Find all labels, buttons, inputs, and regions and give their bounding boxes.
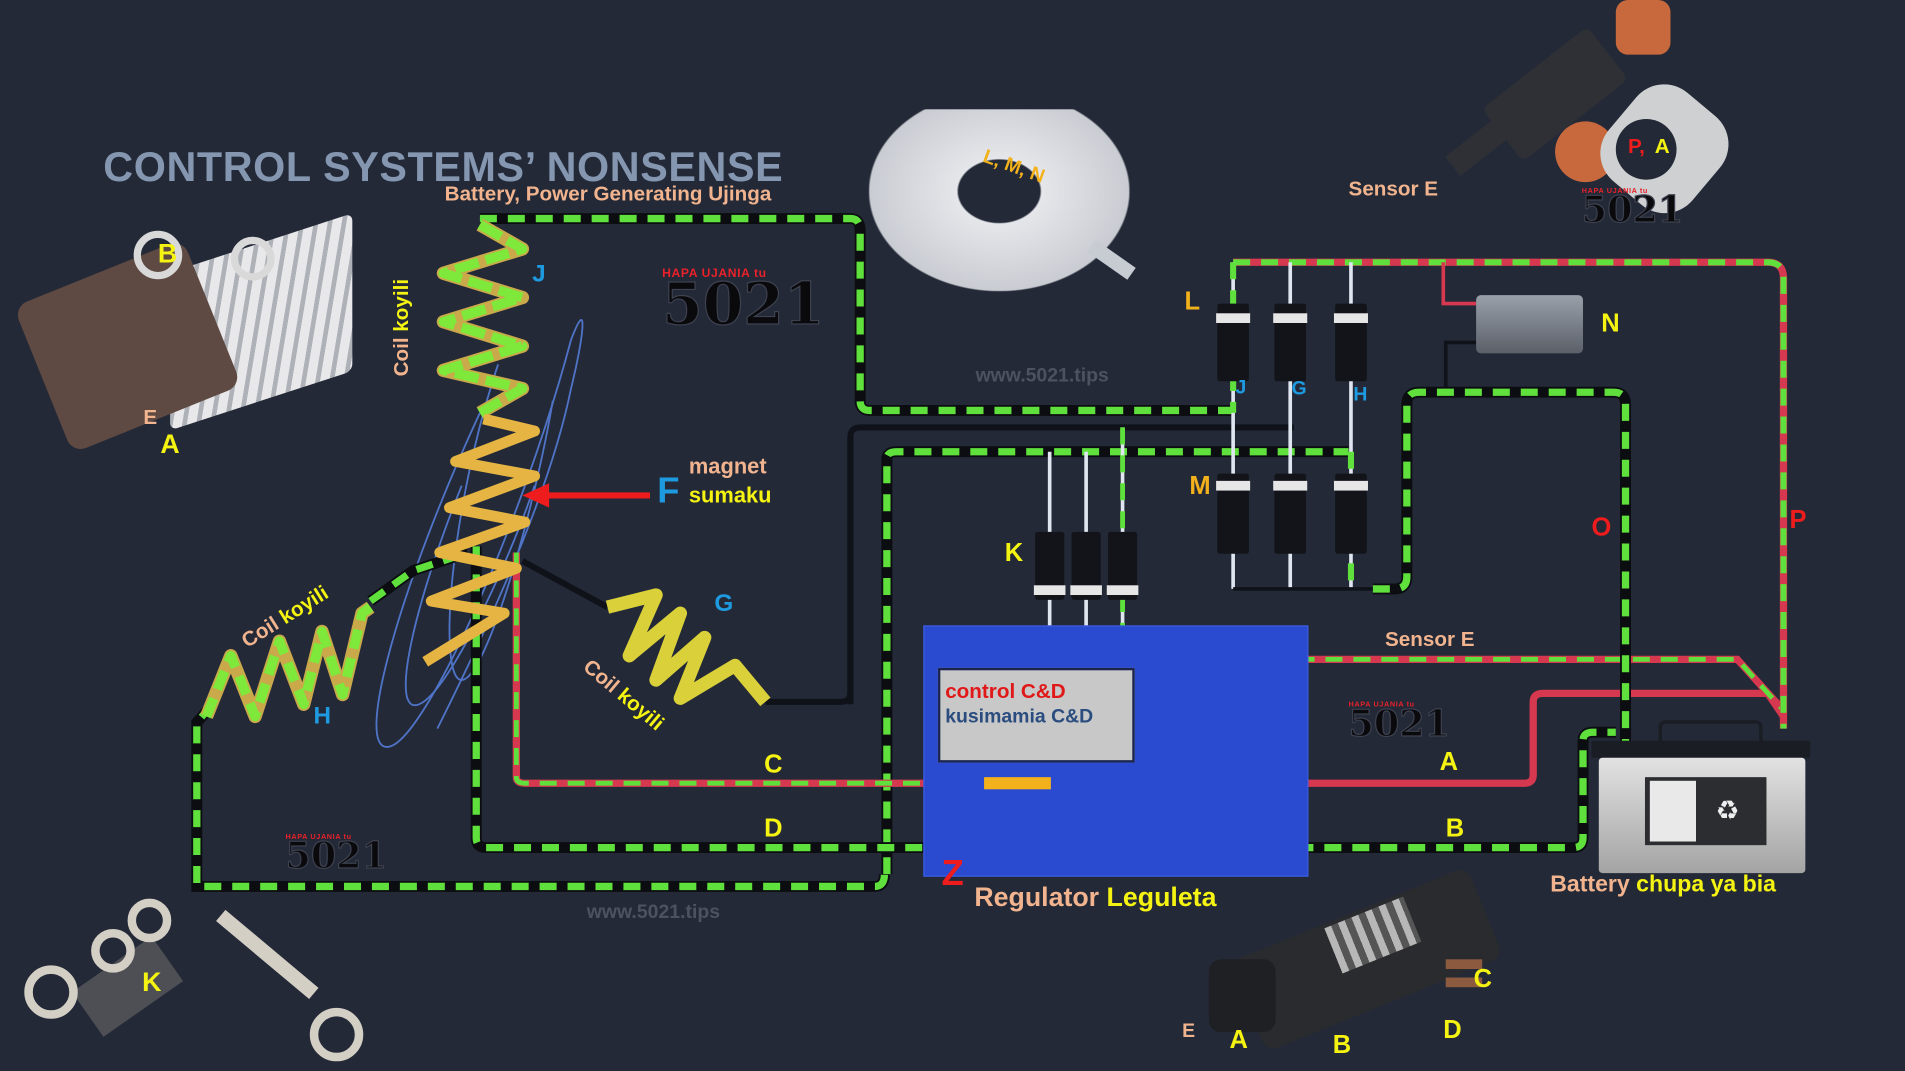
diode-terminal-g: G xyxy=(1291,378,1307,400)
coil-g-label: G xyxy=(714,590,734,617)
coil-g xyxy=(605,588,771,707)
wire-loop-left xyxy=(847,424,1349,875)
diode-row-m-label: M xyxy=(1189,472,1211,501)
regulator-panel-line1: control C&D xyxy=(945,680,1066,704)
watermark-logo: HAPA UJANIA tu 5021 xyxy=(1348,701,1451,746)
diode-row-k-label: K xyxy=(1004,539,1024,568)
regulator-bottom-label-e: E xyxy=(1182,1021,1196,1042)
regulator-left-label-e: E xyxy=(143,405,158,429)
brush-holder-label: K xyxy=(142,966,162,997)
wire-g xyxy=(520,437,854,705)
diode-m-2 xyxy=(1273,473,1308,554)
wire-label-p: P xyxy=(1789,506,1807,535)
diode-l-3 xyxy=(1333,303,1368,382)
recycle-icon: ♻ xyxy=(1715,795,1740,826)
page-subtitle: Battery, Power Generating Ujinga xyxy=(444,182,772,206)
sensor-label-p: P, xyxy=(1627,134,1645,158)
magnet-letter: F xyxy=(657,471,680,512)
watermark-logo: HAPA UJANIA tu 5021 xyxy=(285,834,388,878)
coil-h-label: H xyxy=(313,703,332,730)
regulator-control-panel xyxy=(937,667,1135,763)
sensor-photo xyxy=(1440,0,1744,231)
diode-l-2 xyxy=(1273,303,1308,382)
diode-k-1 xyxy=(1033,531,1066,600)
coil-h xyxy=(200,601,375,724)
wire-label-b: B xyxy=(1445,814,1465,843)
diode-row-l-label: L xyxy=(1184,287,1201,316)
watermark-logo: HAPA UJANIA tu 5021 xyxy=(662,267,826,339)
regulator-bottom-label-d: D xyxy=(1443,1016,1462,1045)
regulator-bottom-label-a: A xyxy=(1229,1026,1248,1055)
wire-j xyxy=(479,213,1234,416)
wire-o xyxy=(1372,386,1632,744)
diode-terminal-j: J xyxy=(1235,377,1247,399)
regulator-left-label-a: A xyxy=(160,428,180,460)
regulator-caption: Regulator Leguleta xyxy=(974,881,1217,912)
magnet-label-swahili: sumaku xyxy=(688,483,772,508)
sensor-caption: Sensor E xyxy=(1348,177,1439,201)
diode-m-3 xyxy=(1333,473,1368,554)
coil-magnet xyxy=(422,413,541,667)
wire-sensor-e xyxy=(1129,655,1787,713)
sensor-label-a: A xyxy=(1654,134,1670,158)
regulator-photo-bottom xyxy=(1208,866,1504,1056)
regulator-panel-line2: kusimamia C&D xyxy=(945,706,1094,728)
brush-holder-photo xyxy=(24,898,376,1069)
diode-terminal-h: H xyxy=(1353,384,1368,406)
arrow-magnet-icon xyxy=(522,483,650,508)
wire-label-a: A xyxy=(1439,748,1459,776)
wire-label-o: O xyxy=(1591,513,1612,542)
magnet-label: magnet xyxy=(688,454,767,479)
diode-m-1 xyxy=(1216,473,1251,554)
watermark-logo: HAPA UJANIA tu 5021 xyxy=(1581,188,1684,232)
diode-l-1 xyxy=(1216,303,1251,382)
coil-j-caption: Coil koyili xyxy=(389,278,414,377)
regulator-left-label-b: B xyxy=(157,238,178,269)
wire-label-sensor-e: Sensor E xyxy=(1384,627,1475,651)
diode-k-2 xyxy=(1070,531,1102,600)
regulator-letter: Z xyxy=(941,853,964,894)
capacitor-label: N xyxy=(1601,309,1620,338)
coil-j-label: J xyxy=(532,261,546,288)
battery-caption: Battery chupa ya bia xyxy=(1550,871,1777,898)
wire-label-c: C xyxy=(764,750,783,779)
wire-p xyxy=(1233,258,1788,729)
capacitor-icon xyxy=(1476,295,1584,354)
diode-k-3 xyxy=(1106,531,1139,600)
rectifier-photo xyxy=(868,97,1136,297)
coil-j xyxy=(436,218,530,419)
regulator-resistor xyxy=(984,777,1051,790)
wire-label-d: D xyxy=(764,814,783,843)
battery-icon: ♻ xyxy=(1591,720,1811,881)
wire-d xyxy=(470,546,1616,854)
watermark-url: www.5021.tips xyxy=(586,902,721,923)
regulator-bottom-label-c: C xyxy=(1473,965,1493,994)
regulator-photo-left xyxy=(13,213,358,462)
regulator-bottom-label-b: B xyxy=(1332,1030,1352,1059)
wire-c xyxy=(512,552,1787,787)
watermark-url: www.5021.tips xyxy=(975,365,1109,387)
page-title: CONTROL SYSTEMS’ NONSENSE xyxy=(103,144,784,191)
